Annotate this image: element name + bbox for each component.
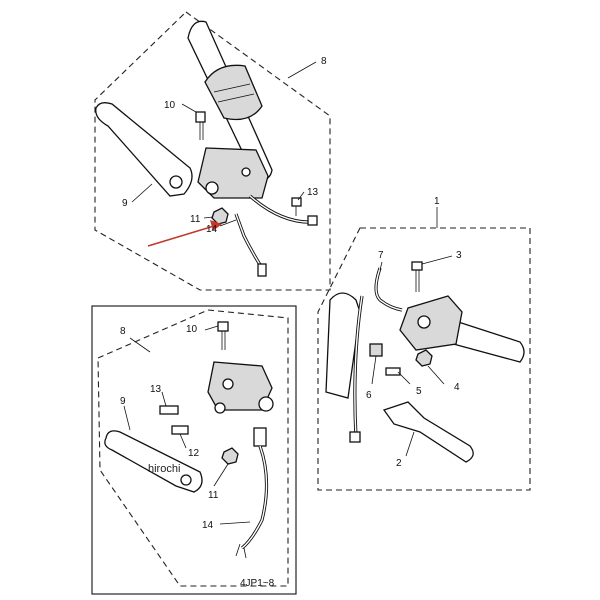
callout-right-5: 5 (416, 386, 422, 397)
nut-4-right (415, 349, 433, 367)
callout-right-6: 6 (366, 390, 372, 401)
red-arrow (147, 220, 222, 247)
callout-top-14: 14 (206, 224, 218, 235)
bolt-12-lower (171, 425, 189, 435)
lower-assembly: 8 10 9 13 12 11 14 4JP1~8 (91, 305, 297, 595)
lever-holder-right (399, 295, 463, 351)
cable-7-right (349, 267, 403, 443)
clutch-lever-lower (104, 430, 203, 493)
callout-right-3: 3 (456, 250, 462, 261)
callout-right-1: 1 (434, 196, 440, 207)
right-assembly: 1 7 3 6 5 4 2 (317, 196, 531, 491)
callout-right-4: 4 (454, 382, 460, 393)
callout-top-9: 9 (122, 198, 128, 209)
clutch-lever-right (382, 401, 474, 463)
lever-holder-lower (207, 361, 274, 414)
handlebar-grip (187, 20, 273, 181)
right-assembly-boundary (317, 227, 531, 491)
bolt-3-right (411, 261, 423, 292)
bolt-10-lower (217, 321, 229, 350)
bolt-13-lower (159, 405, 179, 415)
callout-lower-13: 13 (150, 384, 162, 395)
nut-11-lower (221, 447, 239, 465)
callout-top-13: 13 (307, 187, 319, 198)
bolt-13-top (291, 197, 302, 216)
callout-right-2: 2 (396, 458, 402, 469)
lower-assembly-boundary (97, 309, 289, 587)
nut-11-top (211, 207, 229, 225)
callout-lower-11: 11 (208, 490, 219, 501)
callout-right-7: 7 (378, 250, 384, 261)
callout-lower-10: 10 (186, 324, 198, 335)
callout-top-8: 8 (321, 56, 327, 67)
lower-assembly-frame (91, 305, 297, 595)
handlebar-right (325, 292, 525, 399)
bolt-10-top (195, 111, 206, 140)
clutch-lever-top (95, 102, 193, 197)
callout-top-10: 10 (164, 100, 176, 111)
callout-lower-12: 12 (188, 448, 200, 459)
model-label: 4JP1~8 (240, 578, 275, 589)
top-assembly-boundary (94, 11, 331, 291)
switch-cable-top (234, 194, 318, 277)
switch-6-right (369, 343, 383, 357)
callout-top-11: 11 (190, 214, 201, 225)
callout-lower-14: 14 (202, 520, 214, 531)
switch-cable-lower (235, 427, 269, 559)
callout-lower-8: 8 (120, 326, 126, 337)
callout-lower-9: 9 (120, 396, 126, 407)
watermark: hirochi (148, 463, 180, 475)
top-assembly: 8 10 9 13 11 14 (94, 11, 331, 291)
bolt-5-right (385, 367, 401, 376)
lever-holder-top (197, 147, 269, 199)
